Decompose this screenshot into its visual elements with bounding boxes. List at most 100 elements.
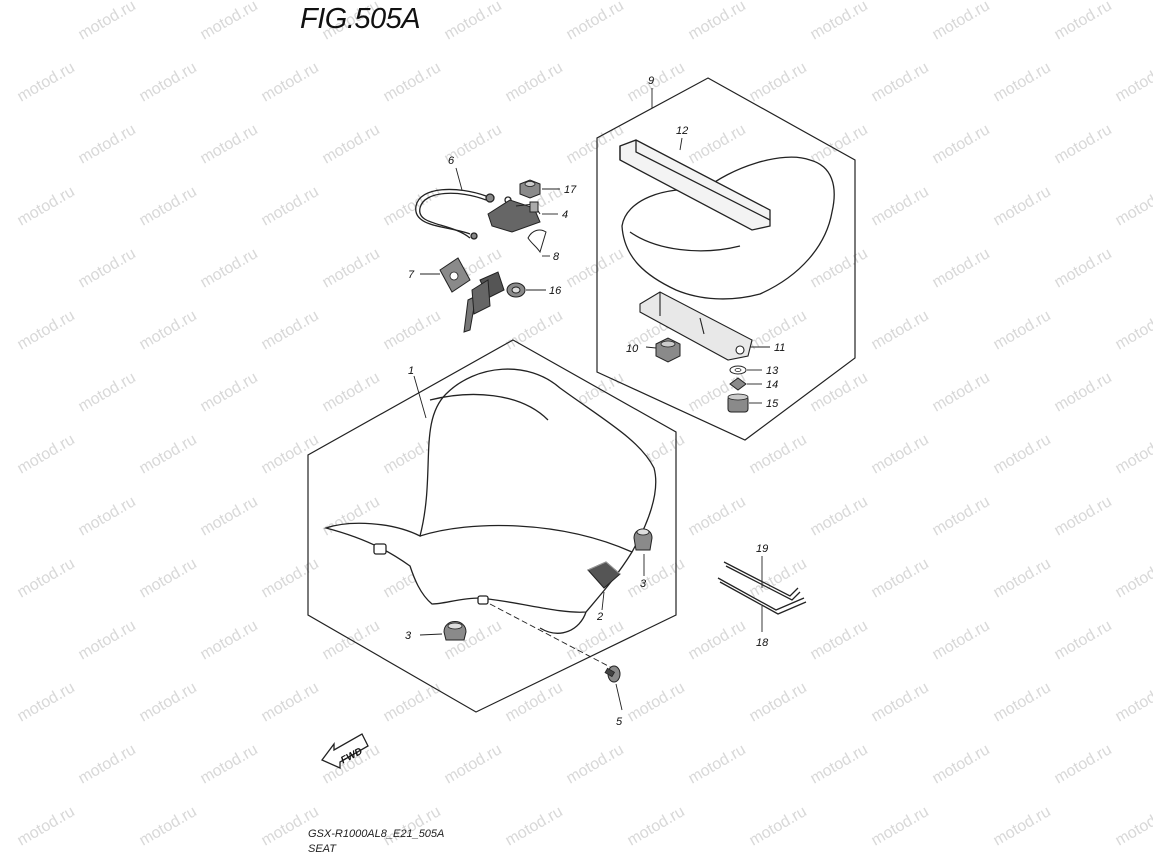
hex-wrench-18 <box>717 577 807 615</box>
watermark-text: motod.ru <box>869 431 932 477</box>
watermark-text: motod.ru <box>1113 803 1153 849</box>
rear-seat-group-frame <box>596 77 856 441</box>
watermark-text: motod.ru <box>503 679 566 725</box>
seat-bolt <box>604 665 621 683</box>
watermark-text: motod.ru <box>625 59 688 105</box>
watermark-text: motod.ru <box>76 0 139 43</box>
lock-clip <box>527 229 547 254</box>
watermark-text: motod.ru <box>137 307 200 353</box>
watermark-text: motod.ru <box>869 803 932 849</box>
watermark-text: motod.ru <box>869 679 932 725</box>
front-seat-group-frame <box>307 339 677 713</box>
leader-1 <box>413 375 427 419</box>
watermark-text: motod.ru <box>381 59 444 105</box>
callout-7: 7 <box>408 269 415 281</box>
model-code: GSX-R1000AL8_E21_505A <box>308 828 445 840</box>
watermark-text: motod.ru <box>808 369 871 415</box>
watermark-text: motod.ru <box>808 617 871 663</box>
watermark-text: motod.ru <box>686 493 749 539</box>
watermark-text: motod.ru <box>137 431 200 477</box>
watermark-text: motod.ru <box>503 59 566 105</box>
rear-seat <box>619 139 835 300</box>
watermark-text: motod.ru <box>1052 0 1115 43</box>
watermark-text: motod.ru <box>198 617 261 663</box>
watermark-text: motod.ru <box>137 803 200 849</box>
watermark-text: motod.ru <box>686 121 749 167</box>
watermark-text: motod.ru <box>991 307 1054 353</box>
watermark-text: motod.ru <box>503 803 566 849</box>
callout-6: 6 <box>448 155 455 167</box>
watermark-text: motod.ru <box>259 431 322 477</box>
watermark-text: motod.ru <box>198 493 261 539</box>
lock-nut <box>519 179 541 199</box>
watermark-text: motod.ru <box>259 59 322 105</box>
watermark-text: motod.ru <box>76 245 139 291</box>
watermark-text: motod.ru <box>1113 431 1153 477</box>
watermark-text: motod.ru <box>259 183 322 229</box>
watermark-text: motod.ru <box>747 679 810 725</box>
callout-17: 17 <box>564 184 577 196</box>
seat-lock <box>487 199 541 233</box>
watermark-text: motod.ru <box>930 121 993 167</box>
watermark-text: motod.ru <box>76 369 139 415</box>
watermark-text: motod.ru <box>686 741 749 787</box>
watermark-text: motod.ru <box>747 59 810 105</box>
bush-15 <box>727 393 749 413</box>
watermark-text: motod.ru <box>930 0 993 43</box>
watermark-text: motod.ru <box>808 245 871 291</box>
watermark-text: motod.ru <box>747 431 810 477</box>
watermark-text: motod.ru <box>137 183 200 229</box>
watermark-text: motod.ru <box>991 59 1054 105</box>
watermark-text: motod.ru <box>198 741 261 787</box>
watermark-text: motod.ru <box>15 307 78 353</box>
watermark-text: motod.ru <box>442 0 505 43</box>
watermark-text: motod.ru <box>991 555 1054 601</box>
rubber-cushion-left <box>443 621 467 641</box>
watermark-text: motod.ru <box>1052 617 1115 663</box>
watermark-text: motod.ru <box>930 245 993 291</box>
watermark-text: motod.ru <box>381 803 444 849</box>
watermark-text: motod.ru <box>259 307 322 353</box>
leader-12 <box>679 137 683 151</box>
watermark-text: motod.ru <box>564 617 627 663</box>
watermark-text: motod.ru <box>1052 369 1115 415</box>
watermark-text: motod.ru <box>808 741 871 787</box>
watermark-text: motod.ru <box>1113 183 1153 229</box>
watermark-text: motod.ru <box>808 493 871 539</box>
watermark-text: motod.ru <box>1052 493 1115 539</box>
callout-11: 11 <box>774 342 785 354</box>
callout-15: 15 <box>766 398 779 410</box>
watermark-text: motod.ru <box>320 121 383 167</box>
watermark-text: motod.ru <box>686 0 749 43</box>
watermark-text: motod.ru <box>930 493 993 539</box>
watermark-text: motod.ru <box>869 555 932 601</box>
watermark-text: motod.ru <box>76 617 139 663</box>
watermark-text: motod.ru <box>1052 121 1115 167</box>
watermark-text: motod.ru <box>747 803 810 849</box>
watermark-text: motod.ru <box>930 617 993 663</box>
watermark-text: motod.ru <box>1113 307 1153 353</box>
watermark-text: motod.ru <box>1052 245 1115 291</box>
watermark-text: motod.ru <box>15 803 78 849</box>
watermark-text: motod.ru <box>76 493 139 539</box>
watermark-text: motod.ru <box>564 121 627 167</box>
watermark-text: motod.ru <box>1113 555 1153 601</box>
watermark-text: motod.ru <box>137 679 200 725</box>
watermark-text: motod.ru <box>15 679 78 725</box>
watermark-text: motod.ru <box>76 741 139 787</box>
watermark-text: motod.ru <box>1113 59 1153 105</box>
watermark-text: motod.ru <box>15 555 78 601</box>
watermark-text: motod.ru <box>869 307 932 353</box>
watermark-text: motod.ru <box>1113 679 1153 725</box>
callout-5: 5 <box>616 716 623 728</box>
callout-4: 4 <box>562 209 568 221</box>
callout-12: 12 <box>676 125 688 137</box>
cushion-14 <box>729 377 747 391</box>
watermark-text: motod.ru <box>869 59 932 105</box>
watermark-text: motod.ru <box>564 0 627 43</box>
watermark-text: motod.ru <box>991 803 1054 849</box>
watermark-text: motod.ru <box>930 741 993 787</box>
leader-6 <box>455 167 463 191</box>
